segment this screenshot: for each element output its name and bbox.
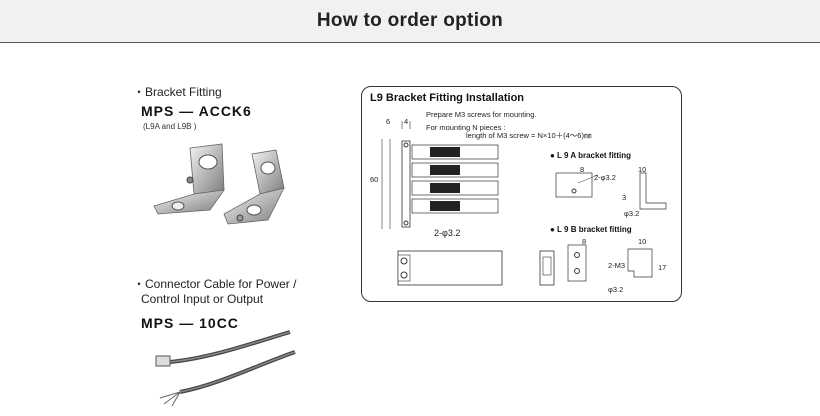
- installation-panel: L9 Bracket Fitting Installation Prepare …: [361, 86, 682, 302]
- dim-4: 4: [404, 117, 409, 126]
- bracket-fitting-label: ・Bracket Fitting: [133, 85, 222, 99]
- page-title: How to order option: [316, 10, 504, 31]
- l9a-title: ● L 9 A bracket fitting: [550, 151, 631, 160]
- l9b-dim-m3: 2-M3: [608, 261, 626, 270]
- l9a-dim-10: 10: [638, 165, 647, 174]
- l9a-dim-3: 3: [622, 193, 627, 202]
- mounting-hole-label: 2-φ3.2: [434, 228, 461, 238]
- bracket-model-note: (L9A and L9B ): [143, 122, 197, 131]
- connector-cable-label-line1: ・Connector Cable for Power /: [133, 277, 297, 291]
- l9b-dim-8: 8: [582, 237, 587, 246]
- l9b-dim-10: 10: [638, 237, 647, 246]
- connector-cable-image: [155, 330, 296, 407]
- l9a-dim-8: 8: [580, 165, 585, 174]
- cable-model-number: MPS — 10CC: [141, 315, 239, 331]
- bracket-fitting-image: [153, 143, 285, 225]
- connector-cable-label-line2: Control Input or Output: [141, 292, 264, 306]
- unit-side-view: [397, 250, 555, 286]
- l9b-drawing: [567, 244, 653, 282]
- dim-60: 60: [370, 175, 379, 184]
- panel-title: L9 Bracket Fitting Installation: [370, 92, 525, 104]
- l9a-drawing: [555, 172, 667, 210]
- panel-note-formula: length of M3 screw = N×10＋(4～6)㎜: [466, 131, 592, 140]
- l9b-dim-phi32: φ3.2: [608, 285, 624, 294]
- l9a-dim-phi32: φ3.2: [624, 209, 640, 218]
- page-header: How to order option: [0, 0, 820, 43]
- panel-note-screws: Prepare M3 screws for mounting.: [426, 110, 537, 119]
- stacked-units-drawing: [381, 121, 499, 229]
- l9a-dim-2phi: 2-φ3.2: [594, 173, 616, 182]
- l9b-dim-17: 17: [658, 263, 667, 272]
- dim-6: 6: [386, 117, 391, 126]
- panel-note-mounting: For mounting N pieces :: [426, 123, 506, 132]
- connector-cable-label: ・Connector Cable for Power / Control Inp…: [133, 277, 296, 307]
- l9b-title: ● L 9 B bracket fitting: [550, 225, 632, 234]
- bracket-model-number: MPS — ACCK6: [141, 103, 252, 119]
